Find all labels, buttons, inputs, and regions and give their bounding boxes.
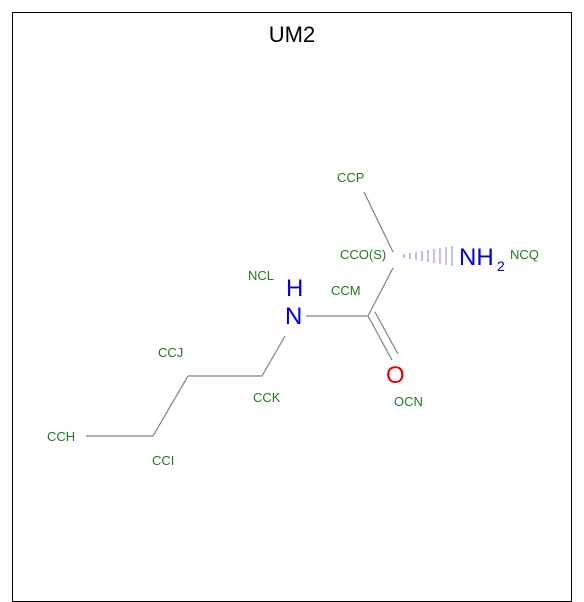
amine-subscript: 2 <box>497 258 505 274</box>
bond-ccm-cco <box>367 267 394 317</box>
carbonyl-oxygen-symbol: O <box>386 362 405 389</box>
atom-label-cch: CCH <box>47 429 75 444</box>
bond-cck-ncl <box>261 335 286 377</box>
atom-label-ocn: OCN <box>394 394 423 409</box>
hashed-wedge-bond <box>403 246 453 266</box>
amide-nitrogen-symbol: N <box>285 303 302 330</box>
bond-cco-ccp <box>363 191 394 253</box>
bond-ccm-ocn-b <box>374 311 399 355</box>
bonds <box>86 191 399 437</box>
amide-hydrogen-symbol: H <box>286 275 303 302</box>
atom-label-cci: CCI <box>152 453 174 468</box>
diagram-frame <box>12 12 572 602</box>
atom-label-cck: CCK <box>253 390 281 405</box>
molecule-title: UM2 <box>268 22 316 47</box>
atom-label-ccj: CCJ <box>158 345 183 360</box>
bond-cci-ccj <box>152 375 189 437</box>
amine-nitrogen-symbol: NH <box>459 244 494 271</box>
bond-ccm-ocn-a <box>367 315 393 361</box>
atom-label-ccm: CCM <box>331 283 361 298</box>
atom-label-ccp: CCP <box>337 170 364 185</box>
molecule-diagram: NH 2 H N O CCP CCO(S) NCQ NCL CCM CCJ CC… <box>47 170 539 468</box>
atom-label-cco: CCO(S) <box>340 247 386 262</box>
atom-label-ncq: NCQ <box>510 247 539 262</box>
atom-label-ncl: NCL <box>248 268 274 283</box>
